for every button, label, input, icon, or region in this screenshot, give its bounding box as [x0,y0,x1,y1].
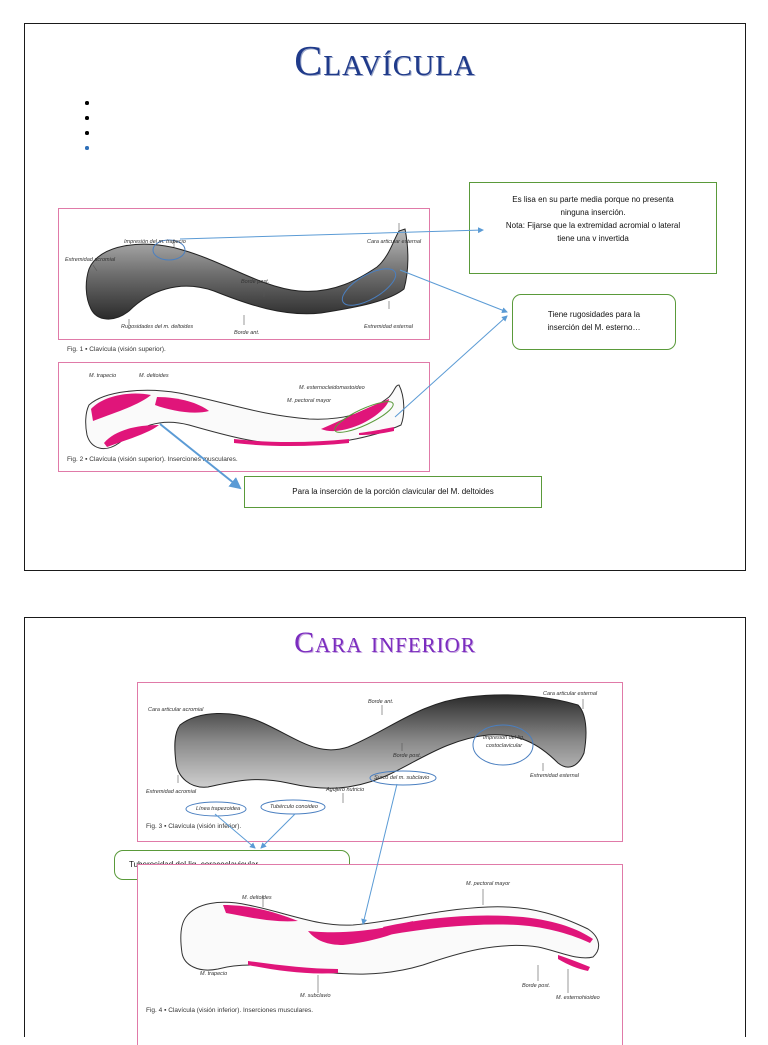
clavicle-inferior-illustration [174,694,587,817]
label-cara-articular-esternal: Cara articular esternal [543,691,598,697]
label-impresion-costoclavicular-2: costoclavicular [486,743,523,749]
label-borde-post: Borde post. [522,983,551,989]
label-borde-post: Borde post. [393,753,422,759]
label-borde-ant: Borde ant. [234,330,260,336]
label-m-subclavio: M. subclavio [300,993,331,999]
label-m-pectoral-mayor: M. pectoral mayor [287,398,332,404]
label-borde-post: Borde post. [241,279,270,285]
figure-4-caption: Fig. 4 ▪ Clavícula (visión inferior). In… [146,1007,314,1014]
figure-3-caption: Fig. 3 ▪ Clavícula (visión inferior). [146,823,242,830]
clavicle-inferior-insertions-illustration [180,889,600,993]
label-m-trapecio: M. trapecio [200,971,228,977]
label-extremidad-acromial: Extremidad acromial [65,257,116,263]
figure-2-frame: M. trapecio M. deltoides M. esternocleid… [58,362,430,472]
label-m-esternocleidomastoideo: M. esternocleidomastoideo [299,385,365,391]
label-impresion-trapecio: Impresión del m. trapecio [124,239,186,245]
slide-clavicula: Clavícula Impresi [24,23,746,571]
slide-title: Cara inferior [294,626,476,659]
callout-rough-sternal: Tiene rugosidades para la inserción del … [512,294,676,350]
label-tuberculo-conoideo: Tubérculo conoideo [270,804,318,810]
callout-smooth-middle: Es lisa en su parte media porque no pres… [469,182,717,274]
figure-3-frame: Cara articular acromial Borde ant. Cara … [137,682,623,842]
label-cara-articular-esternal: Cara articular esternal [367,239,422,245]
callout-deltoid-insertion: Para la inserción de la porción clavicul… [244,476,542,508]
label-extremidad-esternal: Extremidad esternal [530,773,579,779]
figure-1-caption: Fig. 1 ▪ Clavícula (visión superior). [67,346,166,353]
label-cara-articular-acromial: Cara articular acromial [148,707,204,713]
label-extremidad-esternal: Extremidad esternal [364,324,413,330]
label-impresion-costoclavicular: Impresión del lig. [483,735,525,741]
figure-2-caption: Fig. 2 ▪ Clavícula (visión superior). In… [67,456,238,463]
label-surco-subclavio: Surco del m. subclavio [374,775,430,781]
label-rugosidades-deltoides: Rugosidades del m. deltoides [121,324,194,330]
label-extremidad-acromial: Extremidad acromial [146,789,197,795]
clavicle-superior-illustration [85,223,409,325]
label-agujero-nutricio: Agujero nutricio [326,787,365,793]
label-borde-ant: Borde ant. [368,699,394,705]
label-m-deltoides: M. deltoides [139,373,169,379]
label-linea-trapezoidea: Línea trapezoidea [196,806,241,812]
clavicle-muscle-insertions-illustration [85,384,405,450]
slide-title: Clavícula [294,39,476,85]
label-m-esternohioideo: M. esternohioideo [556,995,600,1001]
figure-1-frame: Impresión del m. trapecio Extremidad acr… [58,208,430,353]
slide-cara-inferior: Cara inferior Cara articular acromial [24,617,746,1045]
label-m-pectoral-mayor: M. pectoral mayor [466,881,511,887]
label-m-deltoides: M. deltoides [242,895,272,901]
label-m-trapecio: M. trapecio [89,373,117,379]
figure-4-frame: M. deltoides M. pectoral mayor M. trapec… [137,864,623,1045]
